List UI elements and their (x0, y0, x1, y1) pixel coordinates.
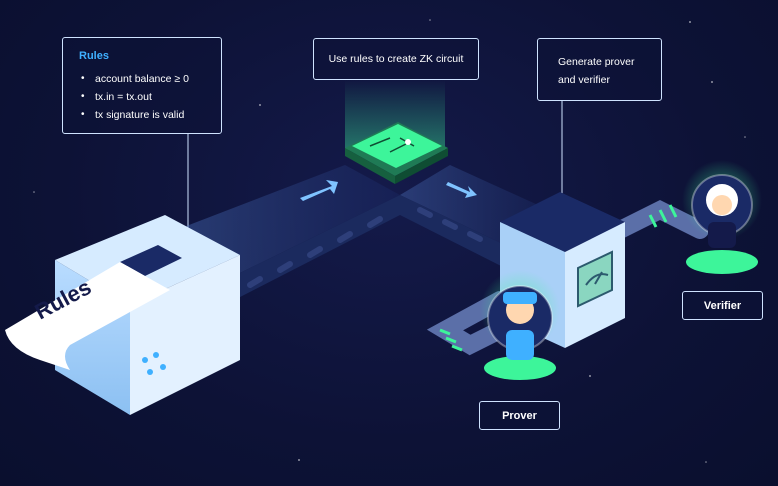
rules-title: Rules (79, 50, 109, 62)
background-stars (33, 19, 746, 463)
zk-chip (345, 80, 448, 184)
verifier-character (682, 160, 762, 274)
generate-box: Generate prover and verifier (537, 38, 662, 101)
prover-label-box: Prover (479, 401, 560, 430)
generate-label: Generate prover and verifier (558, 56, 635, 86)
arrow-right-down-icon (446, 182, 477, 198)
verifier-label-box: Verifier (682, 291, 763, 320)
arrow-right-up-icon (300, 180, 338, 201)
prover-character (480, 270, 560, 380)
gauge-icon (594, 271, 603, 285)
prover-label: Prover (502, 409, 537, 422)
rule-item: account balance ≥ 0 (79, 70, 205, 88)
rules-box: Rules account balance ≥ 0 tx.in = tx.out… (62, 37, 222, 134)
zk-circuit-label: Use rules to create ZK circuit (328, 53, 464, 65)
rule-item: tx signature is valid (79, 106, 205, 124)
rule-item: tx.in = tx.out (79, 88, 205, 106)
rules-list: account balance ≥ 0 tx.in = tx.out tx si… (79, 70, 205, 124)
zk-circuit-box: Use rules to create ZK circuit (313, 38, 479, 80)
verifier-label: Verifier (703, 299, 742, 312)
